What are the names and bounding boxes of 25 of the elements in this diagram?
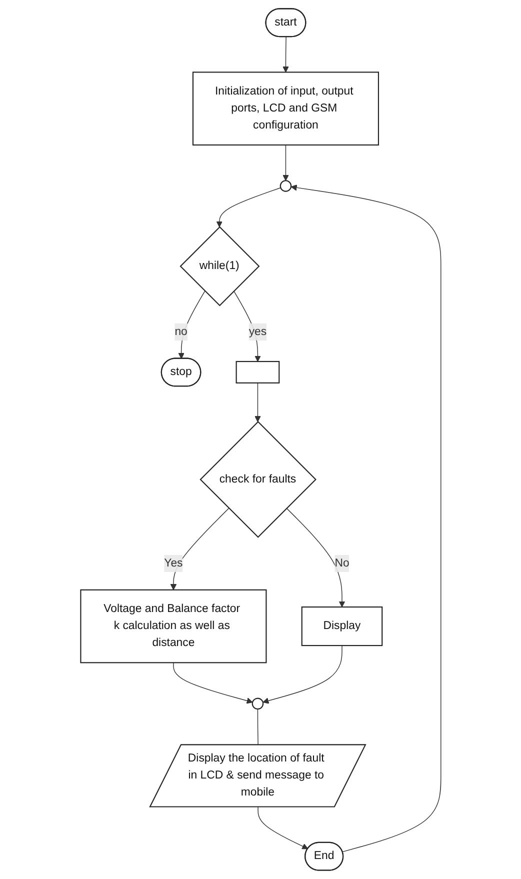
- arrow: [216, 187, 281, 228]
- arrow: [286, 508, 345, 608]
- node-box: Display: [301, 606, 382, 646]
- node-box: Voltage and Balance factor k calculation as well as distance: [80, 589, 266, 664]
- arrow: [233, 290, 261, 362]
- arrow: [282, 36, 289, 72]
- node-diamond: while(1): [179, 226, 260, 306]
- arrow: [262, 645, 342, 704]
- connector: [257, 708, 258, 746]
- edge-label: Yes: [164, 557, 182, 570]
- edge-label: no: [174, 325, 188, 338]
- edge-label: No: [334, 557, 349, 570]
- node-circle: [280, 180, 292, 192]
- arrow: [170, 508, 229, 590]
- arrow: [290, 184, 441, 852]
- arrow: [257, 806, 308, 850]
- arrow: [254, 382, 261, 422]
- node-box: Initialization of input, output ports, LCD and GSM configuration: [192, 72, 379, 146]
- arrow: [172, 662, 253, 704]
- arrow: [178, 290, 205, 359]
- node-diamond: check for faults: [199, 421, 316, 538]
- node-circle: [252, 698, 264, 710]
- arrow: [282, 144, 289, 181]
- edge-label: yes: [248, 325, 266, 338]
- node-box: [236, 360, 280, 384]
